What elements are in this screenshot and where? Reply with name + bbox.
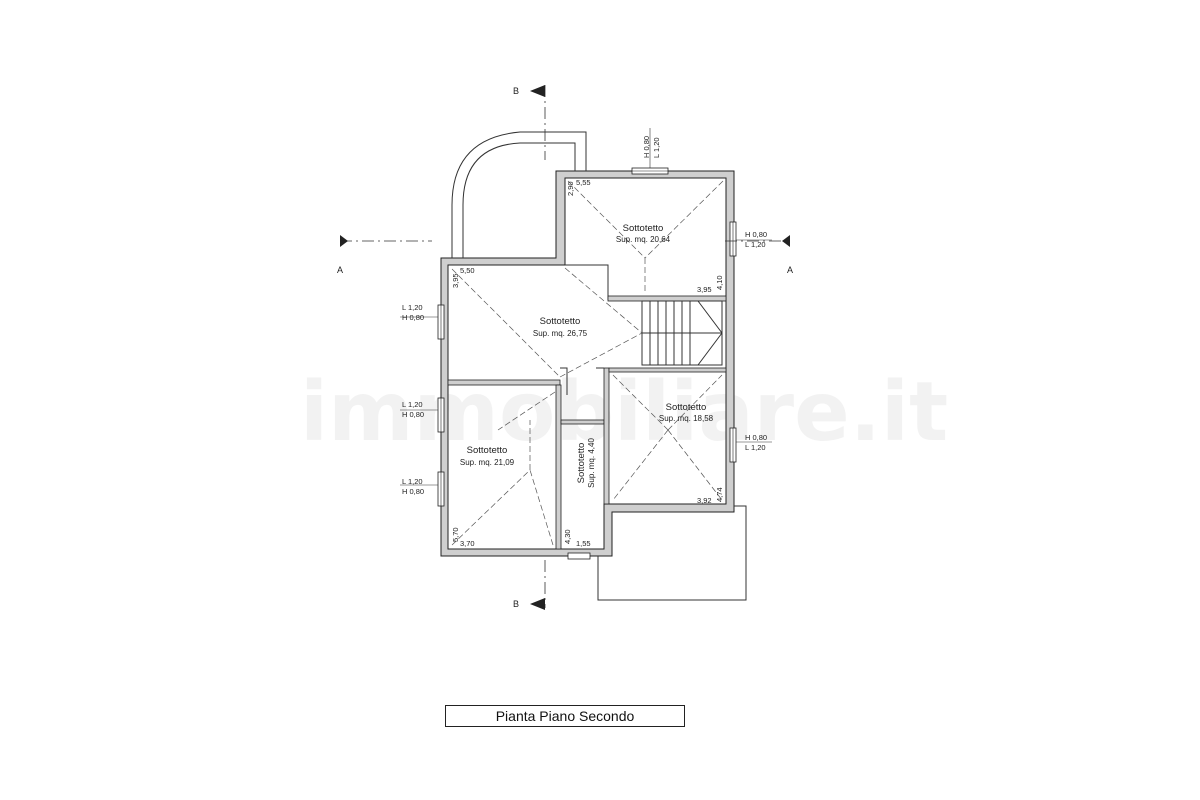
dimension-label: 1,55 [576,539,591,548]
room-name: Sottotetto [623,223,664,234]
room-name: Sottotetto [666,402,707,413]
window-width-label: L 1,20 [402,477,423,486]
room-name: Sottotetto [467,445,508,456]
window-height-label: H 0,80 [402,410,424,419]
dimension-label: 4,10 [715,275,724,290]
window-width-label: L 1,20 [652,137,661,158]
room-area: Sup. mq. 26,75 [533,329,588,338]
window-width-label: L 1,20 [402,303,423,312]
plan-title: Pianta Piano Secondo [495,708,635,724]
section-label-a-left: A [337,265,343,275]
curved-stair [451,131,587,258]
curved-stair-inner [462,142,576,258]
window-height-label: H 0,80 [745,433,767,442]
room-name: Sottotetto [576,443,587,484]
window-width-label: L 1,20 [745,443,766,452]
internal-staircase [641,300,723,366]
section-label-b-bottom: B [513,599,519,609]
room-area: Sup. mq. 21,09 [460,458,515,467]
dimension-label: 5,55 [576,178,591,187]
dimension-label: 2,90 [566,181,575,196]
room-area: Sup. mq. 18,58 [659,414,714,423]
dimension-label: 4,30 [563,529,572,544]
window-leaders [400,128,772,486]
window-width-label: L 1,20 [745,240,766,249]
outer-wall [440,170,735,557]
dimension-label: 3,70 [460,539,475,548]
dimension-label: 4,74 [715,487,724,502]
dimension-label: 5,50 [460,266,475,275]
plan-title-box: Pianta Piano Secondo [445,705,685,727]
room-area: Sup. mq. 4,40 [587,438,596,488]
dimension-label: 3,95 [451,273,460,288]
window-height-label: H 0,80 [642,136,651,158]
watermark: immobiliare.it [300,365,948,460]
dimension-label: 5,70 [451,527,460,542]
room-name: Sottotetto [540,316,581,327]
dimension-label: 3,92 [697,496,712,505]
section-axes [340,85,790,610]
section-label-b-top: B [513,86,519,96]
interior-walls [447,264,727,550]
window-width-label: L 1,20 [402,400,423,409]
roof-lines [451,180,724,546]
window-marks [437,167,737,560]
section-label-a-right: A [787,265,793,275]
window-height-label: H 0,80 [745,230,767,239]
window-height-label: H 0,80 [402,313,424,322]
dimension-label: 3,95 [697,285,712,294]
room-area: Sup. mq. 20,64 [616,235,671,244]
window-height-label: H 0,80 [402,487,424,496]
terrace-outline [597,505,747,601]
